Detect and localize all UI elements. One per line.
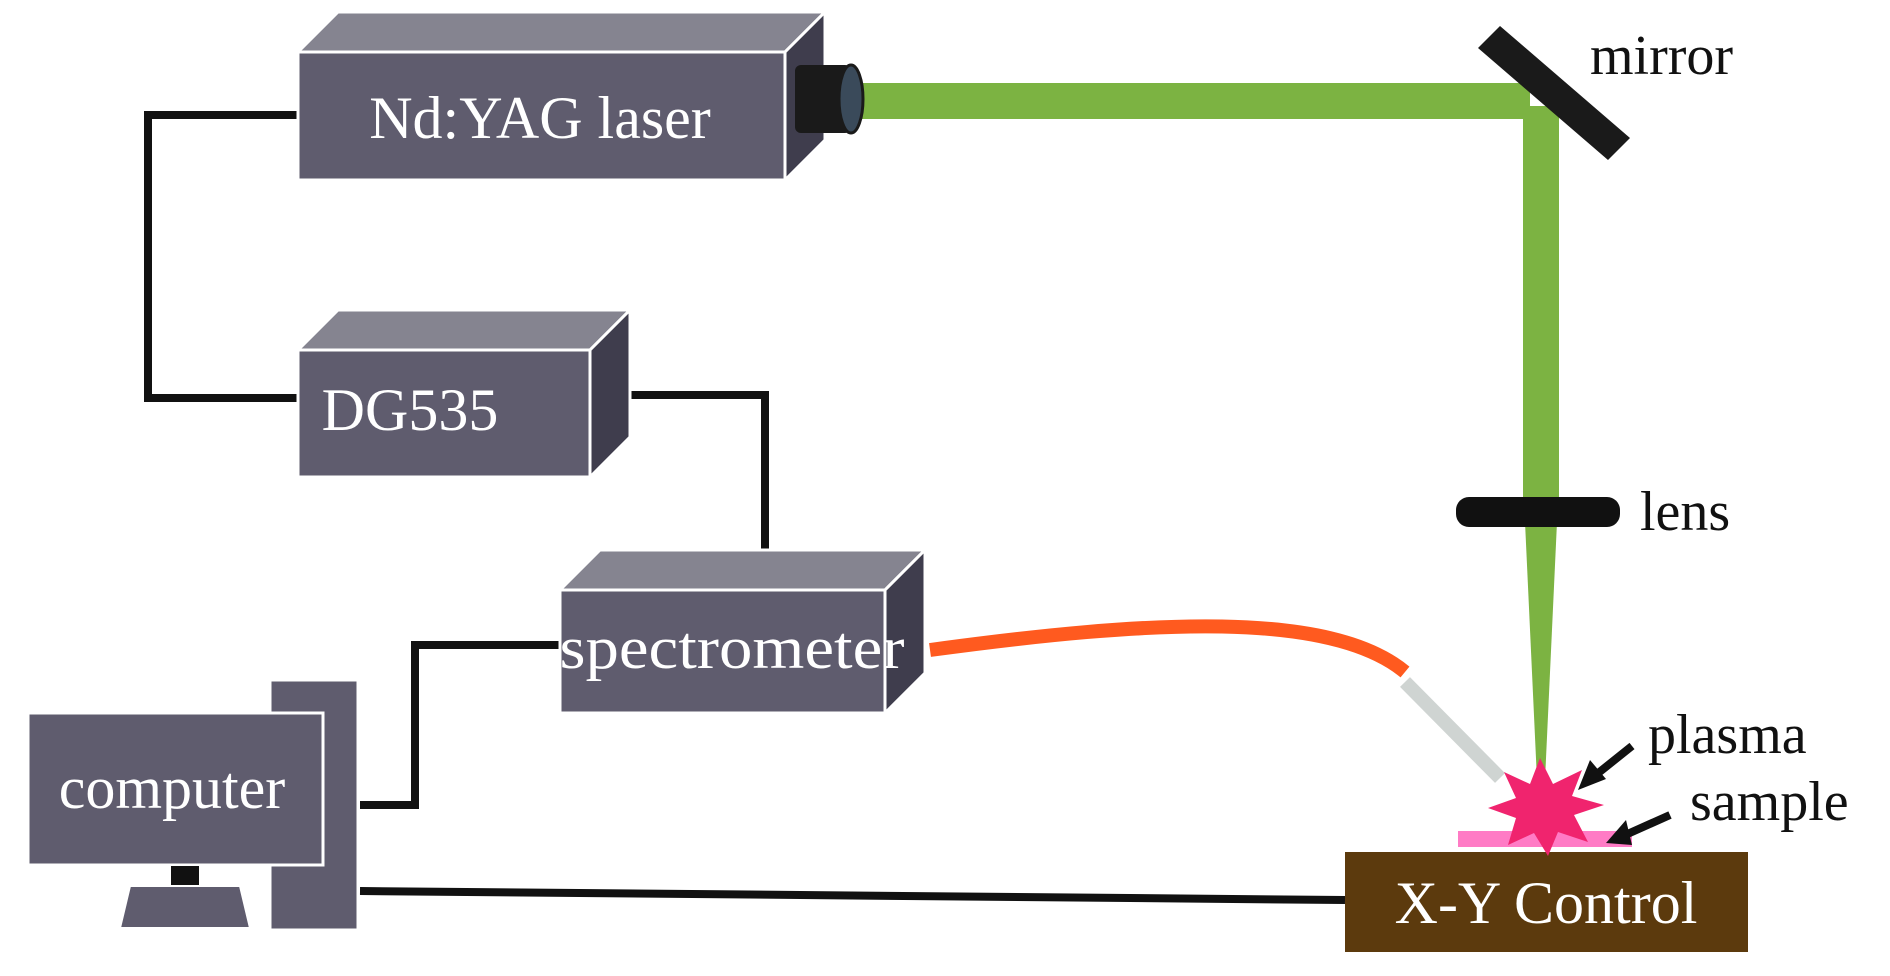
fiber-probe bbox=[1400, 677, 1505, 783]
computer-monitor bbox=[26, 711, 325, 867]
laser-box-top bbox=[294, 10, 829, 54]
dg535-box-top bbox=[294, 308, 634, 352]
spectrometer-box-front bbox=[558, 588, 887, 715]
computer-label: computer bbox=[59, 755, 286, 821]
mirror: mirror bbox=[1478, 25, 1733, 160]
cable-dg535-spectrometer bbox=[630, 391, 769, 550]
dg535-label: DG535 bbox=[322, 377, 499, 443]
spectrometer-box: spectrometer bbox=[556, 546, 929, 717]
xy-stage: X-Y Control bbox=[1345, 852, 1748, 952]
laser-box: Nd:YAG laser bbox=[294, 8, 829, 184]
cable-computer-stage bbox=[359, 887, 1346, 904]
laser-aperture bbox=[795, 63, 865, 135]
sample-pointer: sample bbox=[1606, 771, 1849, 845]
beam-horizontal bbox=[858, 83, 1530, 119]
cable-spectrometer-computer bbox=[360, 641, 560, 809]
spectrometer-box-top bbox=[556, 548, 929, 592]
lens-label: lens bbox=[1640, 481, 1730, 543]
computer-monitor-neck bbox=[171, 866, 199, 886]
beam-focused-cone bbox=[1525, 522, 1557, 780]
optical-fiber bbox=[929, 619, 1505, 783]
sample-label: sample bbox=[1690, 771, 1849, 833]
spectrometer-label: spectrometer bbox=[560, 615, 905, 681]
beam-vertical bbox=[1523, 106, 1559, 502]
stage-body bbox=[1345, 852, 1748, 952]
mirror-label: mirror bbox=[1590, 25, 1733, 87]
plasma-pointer: plasma bbox=[1578, 704, 1807, 790]
cable-laser-dg535 bbox=[144, 111, 298, 402]
plasma bbox=[1488, 758, 1604, 856]
dg535-box: DG535 bbox=[294, 306, 634, 481]
laser-beam bbox=[858, 83, 1559, 780]
laser-box-front bbox=[296, 50, 787, 182]
lens: lens bbox=[1456, 481, 1730, 543]
computer-monitor-stand bbox=[118, 885, 252, 929]
lens-body bbox=[1456, 497, 1620, 527]
dg535-box-front bbox=[296, 348, 592, 479]
mirror-body bbox=[1478, 26, 1630, 160]
cables bbox=[144, 111, 1346, 904]
fiber-cable bbox=[929, 619, 1410, 678]
plasma-label: plasma bbox=[1648, 704, 1807, 766]
computer: computer bbox=[26, 678, 360, 932]
laser-label: Nd:YAG laser bbox=[369, 85, 711, 151]
stage-label: X-Y Control bbox=[1395, 870, 1698, 936]
